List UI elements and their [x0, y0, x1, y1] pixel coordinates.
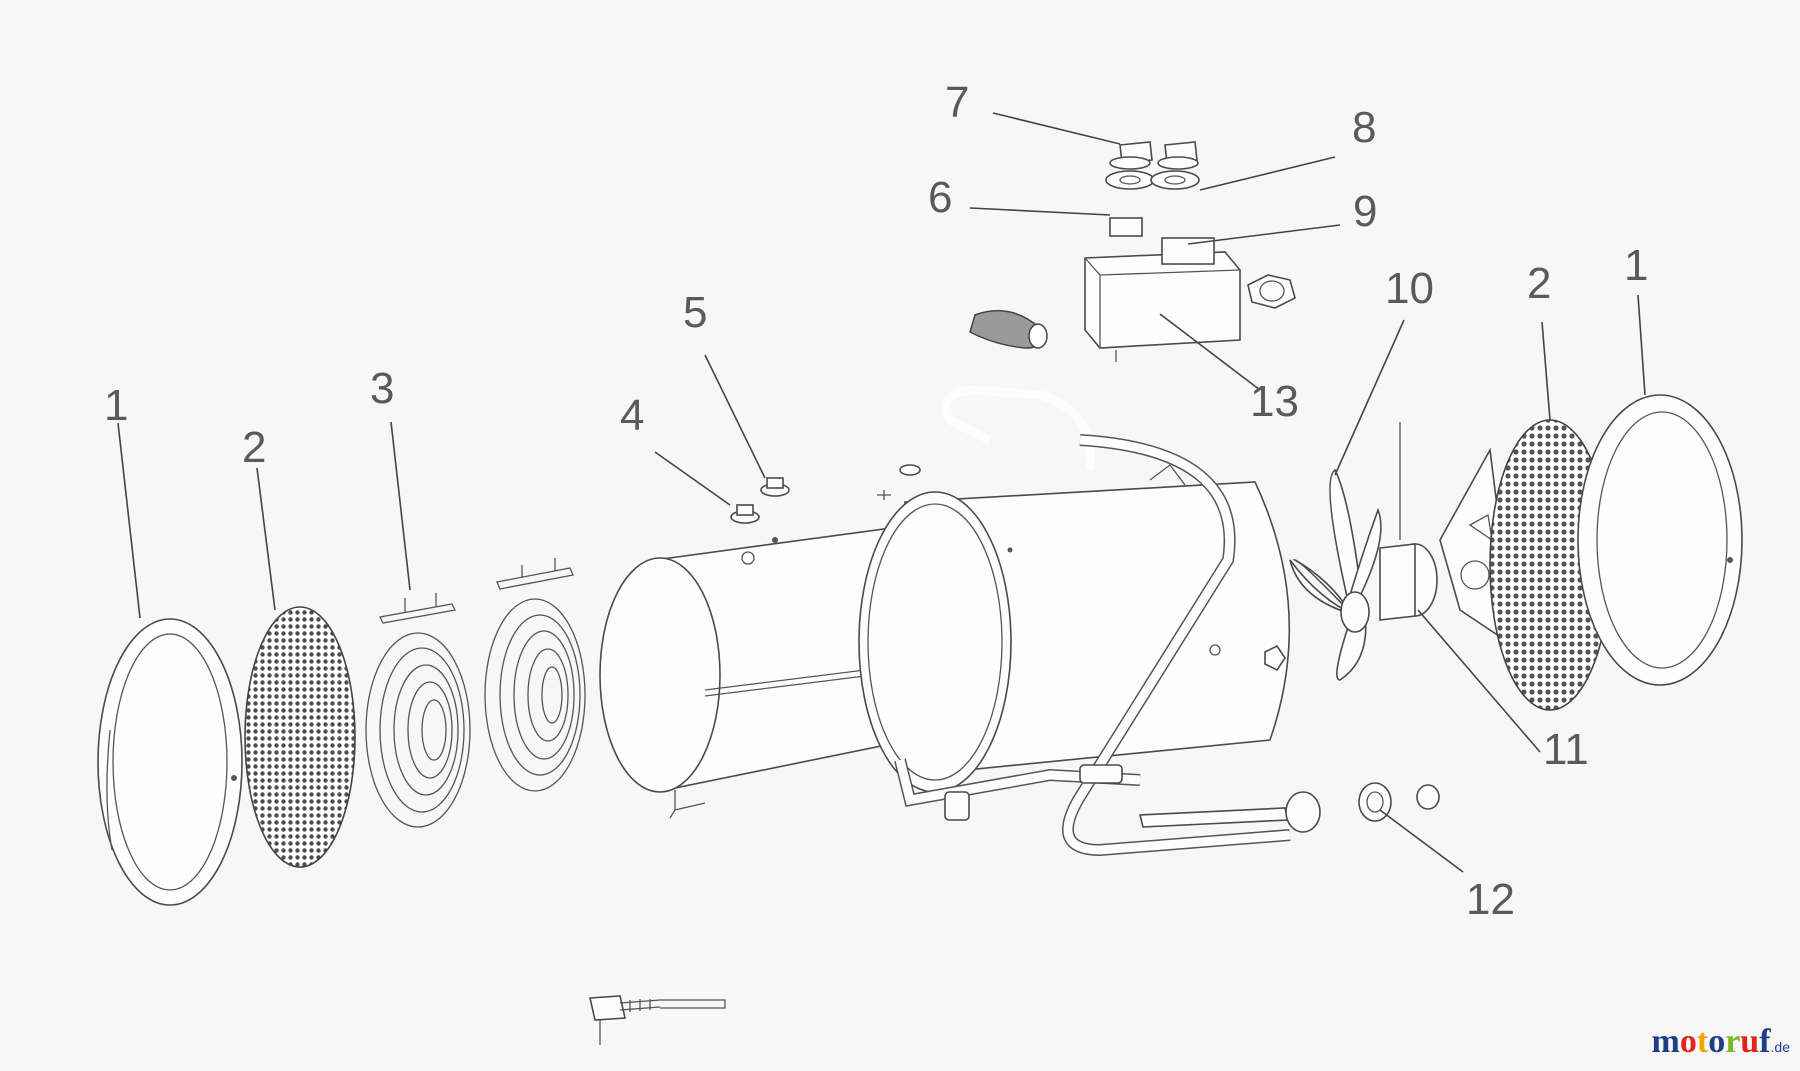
callout-1-left: 1 — [104, 381, 128, 430]
heating-coil-rear — [484, 558, 586, 792]
callout-3: 3 — [370, 364, 394, 413]
handle-frame — [894, 385, 1291, 857]
rubber-sleeve — [969, 309, 1048, 349]
fan-blade — [1289, 468, 1382, 681]
callout-4: 4 — [620, 391, 644, 440]
callout-11: 11 — [1543, 725, 1589, 774]
callout-8: 8 — [1352, 103, 1376, 152]
logo-letter-r: r — [1725, 1023, 1741, 1060]
logo-letter-m: m — [1651, 1023, 1680, 1060]
logo-tld: .de — [1770, 1039, 1790, 1055]
logo-letter-f: f — [1759, 1023, 1771, 1060]
foot-caps — [1138, 782, 1440, 833]
logo-letter-u: u — [1740, 1023, 1760, 1060]
callout-2-left: 2 — [242, 423, 266, 472]
callout-10: 10 — [1385, 264, 1434, 313]
power-plug — [589, 995, 726, 1045]
front-ring-right — [1577, 394, 1743, 686]
callout-2-right: 2 — [1527, 259, 1551, 308]
thermal-switch-4 — [730, 504, 760, 524]
callout-9: 9 — [1353, 187, 1377, 236]
logo-letter-t: t — [1696, 1023, 1709, 1060]
callout-5: 5 — [683, 288, 707, 337]
heating-coil-front — [365, 593, 471, 828]
callout-labels: 1 2 3 4 5 6 7 8 9 10 13 2 1 11 12 — [104, 78, 1648, 924]
cable-gland — [1247, 274, 1296, 309]
control-box — [1084, 141, 1241, 362]
callout-13: 13 — [1250, 377, 1299, 426]
leader-lines — [117, 112, 1646, 873]
callout-12: 12 — [1466, 875, 1515, 924]
callout-1-right: 1 — [1624, 241, 1648, 290]
front-ring-left — [97, 618, 243, 906]
logo-letter-o1: o — [1679, 1023, 1697, 1060]
logo-letter-o2: o — [1708, 1023, 1726, 1060]
motoruf-logo: motoruf.de — [1652, 1023, 1790, 1061]
callout-7: 7 — [945, 78, 969, 127]
outer-housing — [858, 464, 1291, 793]
callout-6: 6 — [928, 173, 952, 222]
grille-left — [244, 606, 356, 868]
thermal-switch-5 — [760, 477, 790, 497]
